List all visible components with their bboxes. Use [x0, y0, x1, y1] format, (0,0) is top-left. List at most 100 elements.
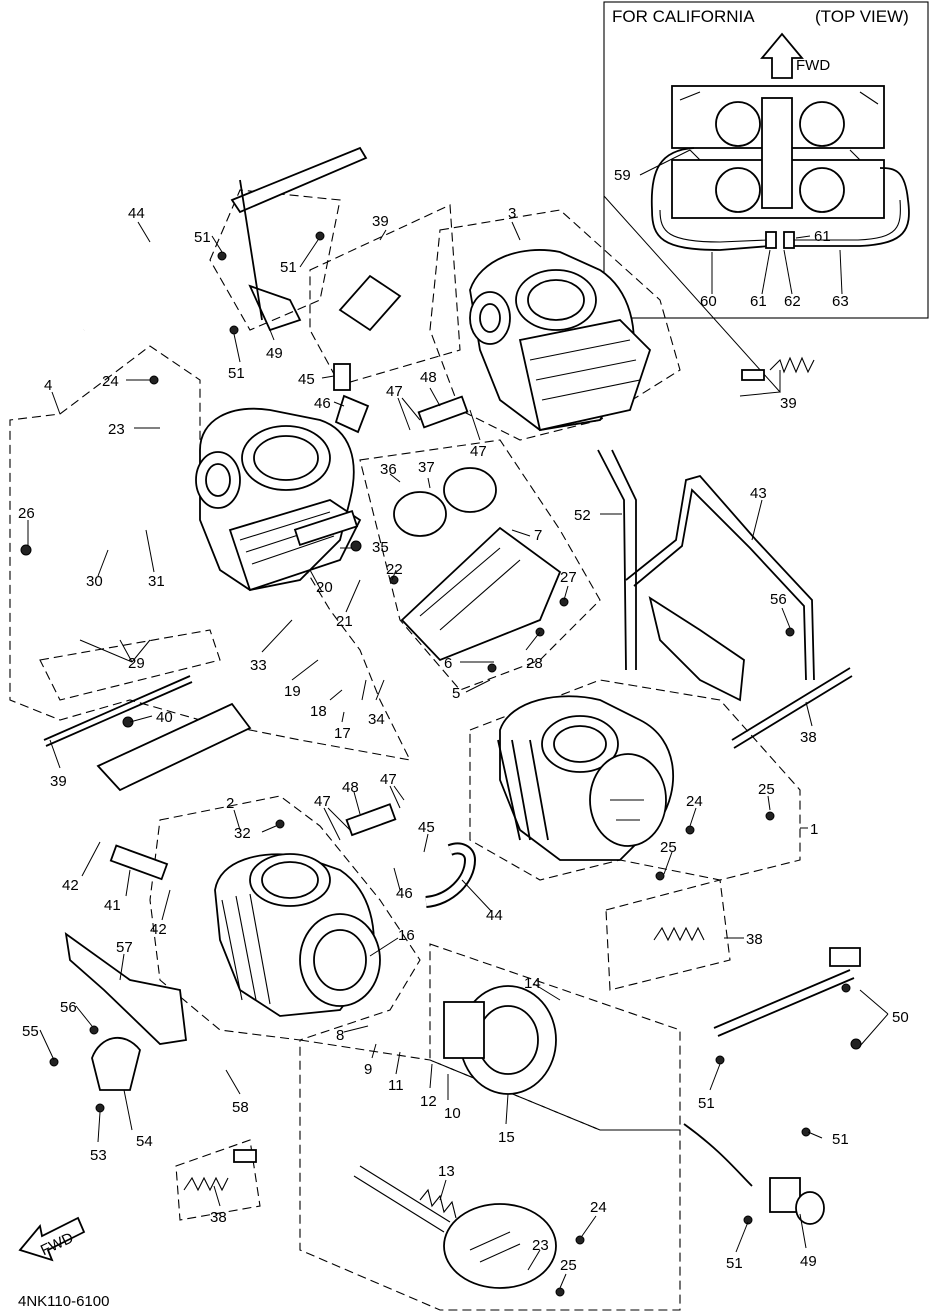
callout-29: 29 — [128, 655, 145, 672]
callout-15: 15 — [498, 1129, 515, 1146]
inset-throat-3 — [715, 167, 761, 213]
callout-46-lower: 46 — [396, 885, 413, 902]
inset-fwd-label: FWD — [796, 57, 830, 74]
callout-19: 19 — [284, 683, 301, 700]
callout-61a: 61 — [814, 228, 831, 245]
callout-7: 7 — [534, 527, 542, 544]
callout-3: 3 — [508, 205, 516, 222]
callout-44-lower: 44 — [486, 907, 503, 924]
callout-5: 5 — [452, 685, 460, 702]
callout-25-lower: 25 — [560, 1257, 577, 1274]
callout-51-a: 51 — [194, 229, 211, 246]
callout-8: 8 — [336, 1027, 344, 1044]
fwd-arrow-icon — [18, 1216, 86, 1262]
callout-4: 4 — [44, 377, 52, 394]
callout-18: 18 — [310, 703, 327, 720]
callout-49-lower: 49 — [800, 1253, 817, 1270]
group-outlines — [9, 189, 801, 1311]
callout-9: 9 — [364, 1061, 372, 1078]
callout-16: 16 — [398, 927, 415, 944]
callout-45-lower: 45 — [418, 819, 435, 836]
callout-10: 10 — [444, 1105, 461, 1122]
callout-24-lower: 24 — [590, 1199, 607, 1216]
california-inset: FOR CALIFORNIA (TOP VIEW) FWD 59 61 60 6… — [603, 1, 929, 319]
callout-11: 11 — [388, 1077, 404, 1094]
callout-38-right: 38 — [800, 729, 817, 746]
callout-47-lower-b: 47 — [314, 793, 331, 810]
callout-55: 55 — [22, 1023, 39, 1040]
callout-39-upper: 39 — [372, 213, 389, 230]
carburetor-1 — [497, 695, 675, 861]
callout-47-lower-a: 47 — [380, 771, 397, 788]
callout-25-right-a: 25 — [758, 781, 775, 798]
callout-30: 30 — [86, 573, 103, 590]
inset-frame — [603, 1, 929, 319]
callout-46-upper: 46 — [314, 395, 331, 412]
callout-28: 28 — [526, 655, 543, 672]
callout-58: 58 — [232, 1099, 249, 1116]
callout-12: 12 — [420, 1093, 437, 1110]
callout-27: 27 — [560, 569, 577, 586]
callout-51-c: 51 — [228, 365, 245, 382]
callout-32: 32 — [234, 825, 251, 842]
callout-17: 17 — [334, 725, 351, 742]
callout-33: 33 — [250, 657, 267, 674]
callout-21: 21 — [336, 613, 353, 630]
fwd-arrow: FWD — [18, 1216, 86, 1262]
callout-48-lower: 48 — [342, 779, 359, 796]
callout-24-upper: 24 — [102, 373, 119, 390]
callout-47-upper-b: 47 — [470, 443, 487, 460]
inset-title-right: (TOP VIEW) — [815, 7, 909, 26]
callout-41: 41 — [104, 897, 121, 914]
callout-38-lower: 38 — [210, 1209, 227, 1226]
inset-hose-63 — [790, 167, 910, 247]
callout-22: 22 — [386, 561, 403, 578]
carburetor-3 — [469, 249, 652, 432]
callout-13: 13 — [438, 1163, 455, 1180]
callout-57: 57 — [116, 939, 133, 956]
callout-20: 20 — [316, 579, 333, 596]
callout-63: 63 — [832, 293, 849, 310]
callout-49-upper: 49 — [266, 345, 283, 362]
callout-43: 43 — [750, 485, 767, 502]
callout-59: 59 — [614, 167, 631, 184]
callout-leaders — [27, 221, 889, 1289]
callout-56-lower: 56 — [60, 999, 77, 1016]
callout-39-right: 39 — [780, 395, 797, 412]
callout-47-upper-a: 47 — [386, 383, 403, 400]
inset-hose-60 — [650, 147, 771, 251]
callout-51-f: 51 — [726, 1255, 743, 1272]
callout-36: 36 — [380, 461, 397, 478]
callout-60: 60 — [700, 293, 717, 310]
callout-51-d: 51 — [698, 1095, 715, 1112]
callout-56-upper: 56 — [770, 591, 787, 608]
callout-38-mid: 38 — [746, 931, 763, 948]
callout-50: 50 — [892, 1009, 909, 1026]
callout-37: 37 — [418, 459, 435, 476]
callout-51-e: 51 — [832, 1131, 849, 1148]
carburetor-2 — [214, 853, 381, 1017]
callout-53: 53 — [90, 1147, 107, 1164]
hoses-and-rods — [20, 146, 862, 1297]
callout-26: 26 — [18, 505, 35, 522]
callout-39-left: 39 — [50, 773, 67, 790]
inset-title-left: FOR CALIFORNIA — [612, 7, 755, 26]
callout-52: 52 — [574, 507, 591, 524]
callout-2: 2 — [226, 795, 234, 812]
callout-42-a: 42 — [62, 877, 79, 894]
callout-62: 62 — [784, 293, 801, 310]
callout-35: 35 — [372, 539, 389, 556]
callout-14: 14 — [524, 975, 541, 992]
callout-25-right-b: 25 — [660, 839, 677, 856]
inset-throat-1 — [715, 101, 761, 147]
fwd-up-arrow-icon — [760, 32, 804, 79]
callout-numbers: 44 51 51 51 39 3 49 4 24 23 45 46 47 48 … — [18, 205, 909, 1274]
callout-61b: 61 — [750, 293, 767, 310]
drawing-code: 4NK110-6100 — [18, 1293, 109, 1310]
callout-44-upper: 44 — [128, 205, 145, 222]
carburetor-4 — [195, 407, 362, 592]
callout-34: 34 — [368, 711, 385, 728]
callout-40: 40 — [156, 709, 173, 726]
callout-6: 6 — [444, 655, 452, 672]
